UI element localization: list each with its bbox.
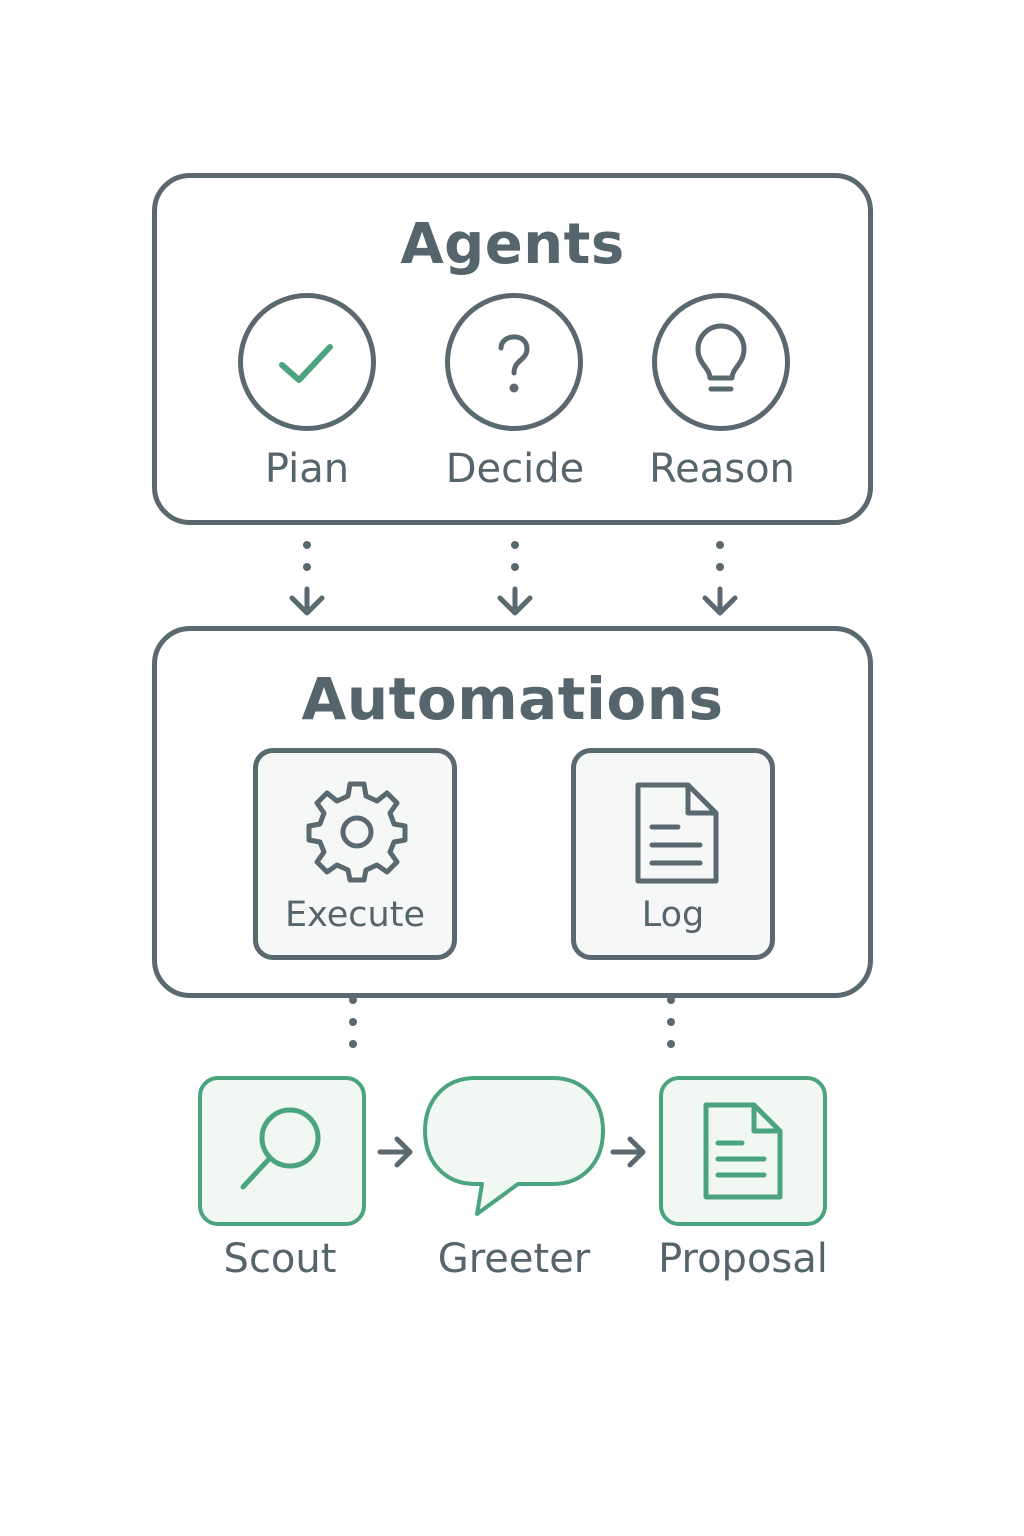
gear-icon bbox=[306, 781, 408, 883]
scout-card[interactable] bbox=[198, 1076, 366, 1226]
proposal-card[interactable] bbox=[659, 1076, 827, 1226]
dotted-arrow-plan bbox=[289, 541, 325, 616]
plan-circle[interactable] bbox=[238, 293, 376, 431]
arrow-greeter-to-proposal bbox=[610, 1136, 646, 1168]
search-icon bbox=[240, 1107, 321, 1190]
question-icon bbox=[498, 334, 530, 393]
decide-circle[interactable] bbox=[445, 293, 583, 431]
reason-circle[interactable] bbox=[652, 293, 790, 431]
agent-label-decide: Decide bbox=[445, 446, 585, 492]
automation-label-log: Log bbox=[641, 895, 705, 935]
check-icon bbox=[279, 344, 333, 383]
dotted-arrow-decide bbox=[497, 541, 533, 616]
automations-panel: Automations Execute Log bbox=[152, 626, 873, 998]
automation-label-execute: Execute bbox=[285, 895, 425, 935]
lightbulb-icon bbox=[695, 323, 747, 392]
document-icon bbox=[703, 1102, 783, 1200]
pipeline-label-greeter: Greeter bbox=[437, 1236, 591, 1282]
automations-title: Automations bbox=[301, 665, 724, 733]
dotted-arrow-reason bbox=[702, 541, 738, 616]
document-icon bbox=[635, 782, 719, 884]
pipeline-label-proposal: Proposal bbox=[658, 1236, 828, 1282]
arrow-scout-to-greeter bbox=[377, 1136, 413, 1168]
agent-label-plan: Pian bbox=[264, 446, 350, 492]
execute-card[interactable]: Execute bbox=[253, 748, 457, 960]
pipeline-label-scout: Scout bbox=[223, 1236, 337, 1282]
agents-panel: Agents Pian Decide Reason bbox=[152, 173, 873, 525]
agents-title: Agents bbox=[400, 212, 625, 277]
log-card[interactable]: Log bbox=[571, 748, 775, 960]
agent-label-reason: Reason bbox=[649, 446, 795, 492]
